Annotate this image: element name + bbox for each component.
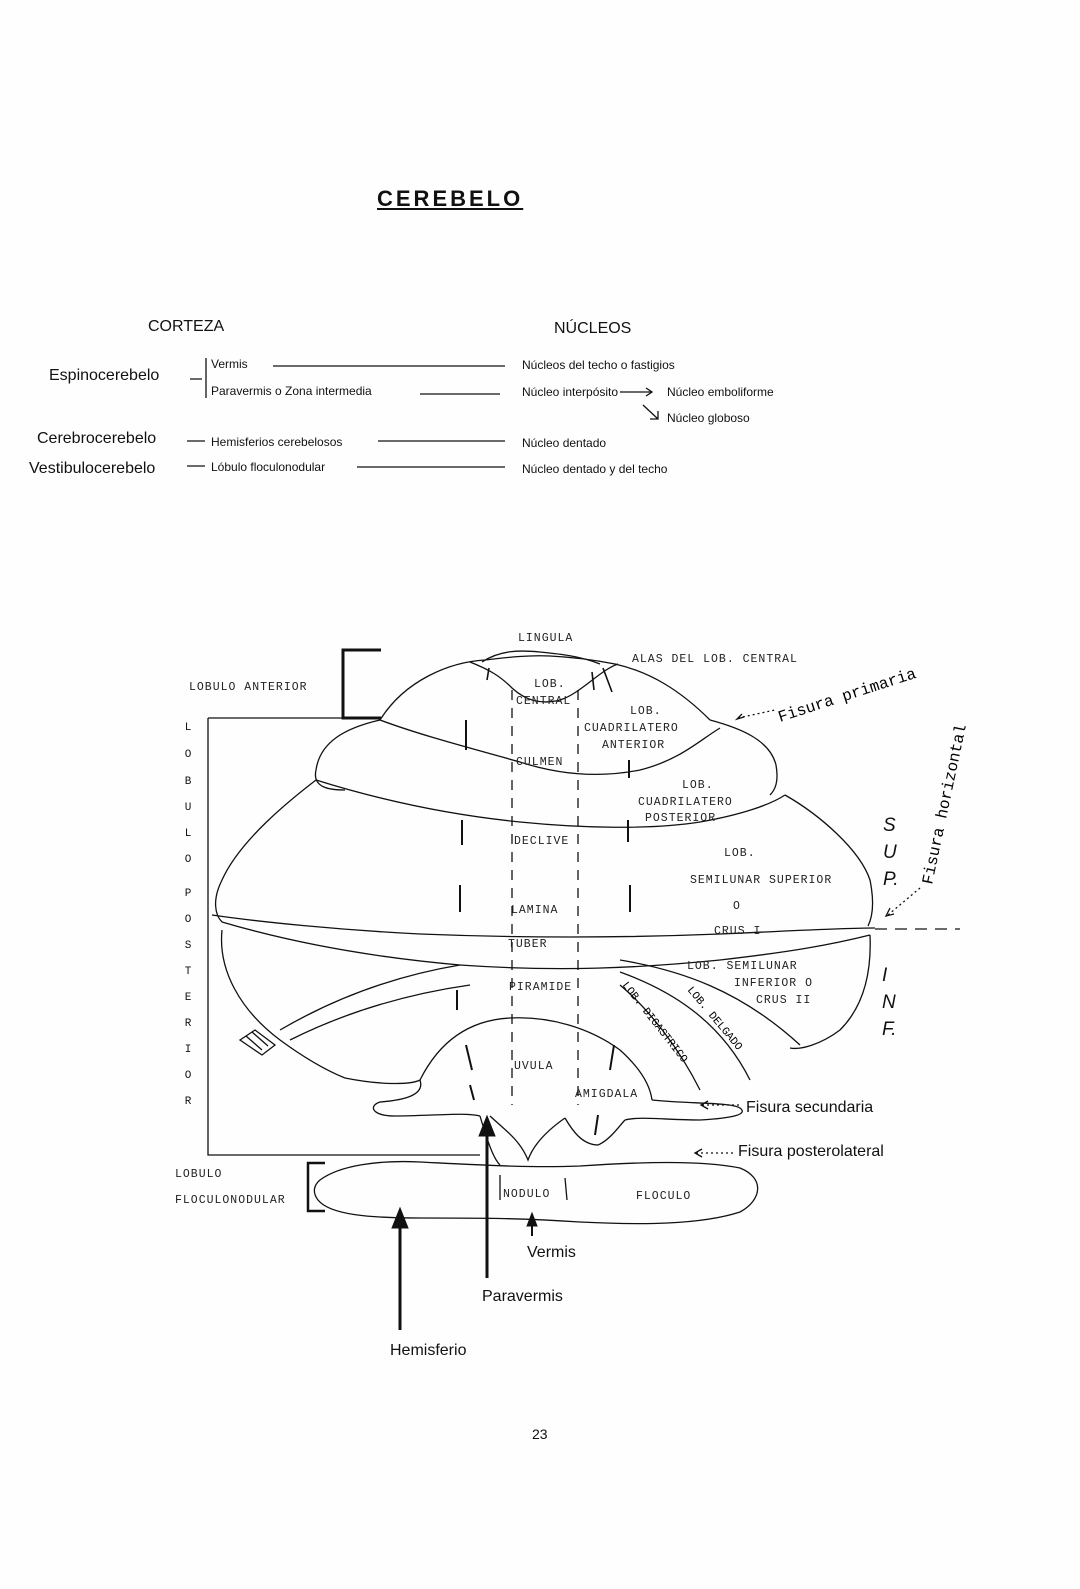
region-cerebrocerebelo: Cerebrocerebelo [37,430,157,447]
posterior-letter: S [184,940,192,952]
nucleo-emboliforme: Núcleo emboliforme [667,385,774,399]
label-lob-central-1: LOB. [534,678,566,691]
nucleo-globoso: Núcleo globoso [667,411,750,425]
nucleo-dentado-techo: Núcleo dentado y del techo [522,462,668,476]
label-inf: I N F. [882,962,896,1043]
label-cuad-post-3: POSTERIOR [645,812,717,825]
posterior-letter: L [184,722,192,734]
posterior-letter: T [184,966,192,978]
label-lobulo-anterior: LOBULO ANTERIOR [189,681,308,694]
label-fisura-horizontal: Fisura horizontal [919,723,971,886]
label-fisura-primaria: Fisura primaria [776,665,919,727]
header-nucleos: NÚCLEOS [554,320,632,337]
cortex-vermis: Vermis [211,357,248,371]
label-lingula: LINGULA [518,632,574,645]
posterior-letter: O [184,854,192,866]
label-cuad-ant-3: ANTERIOR [602,739,666,752]
label-fisura-posterolateral: Fisura posterolateral [738,1143,884,1160]
cortex-paravermis: Paravermis o Zona intermedia [211,384,372,398]
label-lobulo-floculonodular-1: LOBULO [175,1168,223,1181]
label-digastrico: LOB. DIGASTRICO [619,980,690,1066]
posterior-letter: O [184,914,192,926]
nucleo-dentado: Núcleo dentado [522,436,607,450]
posterior-letter: L [184,828,192,840]
label-semi-sup-1: LOB. [724,847,756,860]
sup-letter: S [883,815,896,836]
label-culmen: CULMEN [516,756,564,769]
page-number: 23 [532,1426,548,1442]
label-cuad-ant-2: CUADRILATERO [584,722,679,735]
posterior-letter: P [184,888,192,900]
label-cuad-post-1: LOB. [682,779,714,792]
label-sup: S U P. [883,812,899,893]
posterior-letter: R [184,1096,192,1108]
label-delgado: LOB. DELGADO [684,985,744,1054]
label-floculo: FLOCULO [636,1190,692,1203]
label-semi-inf-2: INFERIOR O [734,977,814,990]
posterior-letter: I [184,1044,192,1056]
label-nodulo: NODULO [503,1188,551,1201]
label-paravermis-arrow: Paravermis [482,1288,563,1305]
label-semi-sup-2: SEMILUNAR SUPERIOR [690,874,833,887]
label-hemisferio-arrow: Hemisferio [390,1342,467,1359]
label-lob-central-2: CENTRAL [516,695,572,708]
posterior-letter: B [184,776,192,788]
label-alas-lob-central: ALAS DEL LOB. CENTRAL [632,653,798,666]
region-espinocerebelo: Espinocerebelo [49,367,160,384]
region-vestibulocerebelo: Vestibulocerebelo [29,460,156,477]
posterior-letter: O [184,1070,192,1082]
label-declive: DECLIVE [514,835,570,848]
label-cuad-ant-1: LOB. [630,705,662,718]
label-semi-sup-4: CRUS I [714,925,762,938]
page-title: CEREBELO [377,186,524,211]
label-semi-sup-3: O [733,900,741,913]
header-corteza: CORTEZA [148,318,225,335]
label-vermis-arrow: Vermis [527,1244,576,1261]
label-piramide: PIRAMIDE [509,981,573,994]
nucleo-techo: Núcleos del techo o fastigios [522,358,675,372]
posterior-letter: R [184,1018,192,1030]
label-lobulo-floculonodular-2: FLOCULONODULAR [175,1194,286,1207]
label-semi-inf-1: LOB. SEMILUNAR [687,960,798,973]
posterior-letter: E [184,992,192,1004]
posterior-letter: O [184,749,192,761]
inf-letter: F. [882,1019,897,1040]
posterior-letter: U [184,802,192,814]
label-amigdala: AMIGDALA [575,1088,639,1101]
inf-letter: N [882,992,896,1013]
cortex-lobulo-floculonodular: Lóbulo floculonodular [211,460,326,474]
nucleo-interposito: Núcleo interpósito [522,385,619,399]
sup-letter: U [883,842,897,863]
inf-letter: I [882,965,888,986]
label-semi-inf-3: CRUS II [756,994,812,1007]
sup-letter: P. [883,869,899,890]
cortex-hemisferios: Hemisferios cerebelosos [211,435,343,449]
label-fisura-secundaria: Fisura secundaria [746,1099,874,1116]
label-tuber: TUBER [508,938,548,951]
label-cuad-post-2: CUADRILATERO [638,796,733,809]
label-uvula: UVULA [514,1060,554,1073]
label-lamina: LAMINA [511,904,559,917]
